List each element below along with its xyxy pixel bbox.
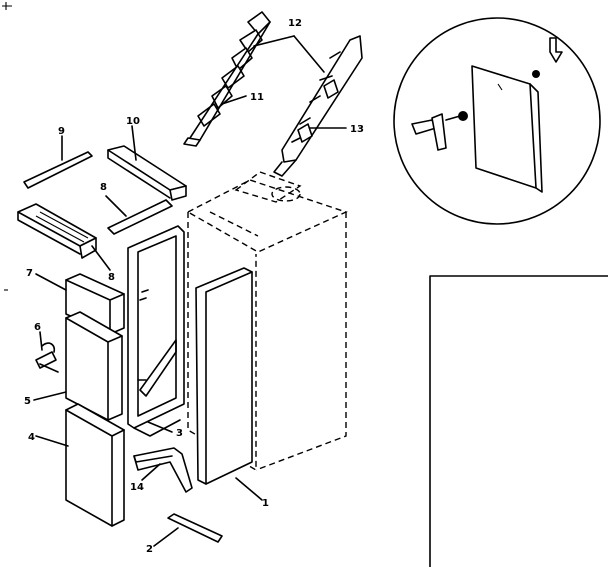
part-1-panel (195, 267, 253, 485)
part-2-bar (167, 513, 223, 543)
callout-6: 6 (34, 322, 41, 333)
part-8-strip (107, 199, 173, 235)
callout-8b: 8 (108, 272, 115, 283)
part-14-bracket (133, 447, 193, 493)
part-9-strip (23, 151, 93, 189)
callout-9: 9 (58, 126, 65, 137)
callout-8: 8 (100, 182, 107, 193)
callout-13: 13 (350, 124, 364, 135)
callout-4: 4 (28, 432, 35, 443)
part-5-panel (65, 311, 123, 421)
callout-3: 3 (176, 428, 183, 439)
callout-5: 5 (24, 396, 31, 407)
callout-10: 10 (126, 116, 140, 127)
callout-11: 11 (250, 92, 264, 103)
part-4-panel (65, 403, 125, 527)
cabinet-outline (186, 171, 348, 472)
callout-12: 12 (288, 18, 302, 29)
callout-1: 1 (262, 498, 269, 509)
part-13-bracket (273, 35, 363, 177)
part-11-bracket (183, 11, 271, 147)
callout-2: 2 (146, 544, 153, 555)
callout-7: 7 (26, 268, 33, 279)
part-8b-frame (17, 203, 97, 259)
callout-14: 14 (130, 482, 144, 493)
corner-mark (2, 2, 12, 10)
part-6-clip (35, 342, 59, 373)
blank-panel (429, 275, 608, 567)
detail-inset (393, 17, 601, 225)
door-frame (127, 225, 185, 437)
leader-lines (33, 35, 347, 547)
part-10-rail (107, 145, 187, 201)
